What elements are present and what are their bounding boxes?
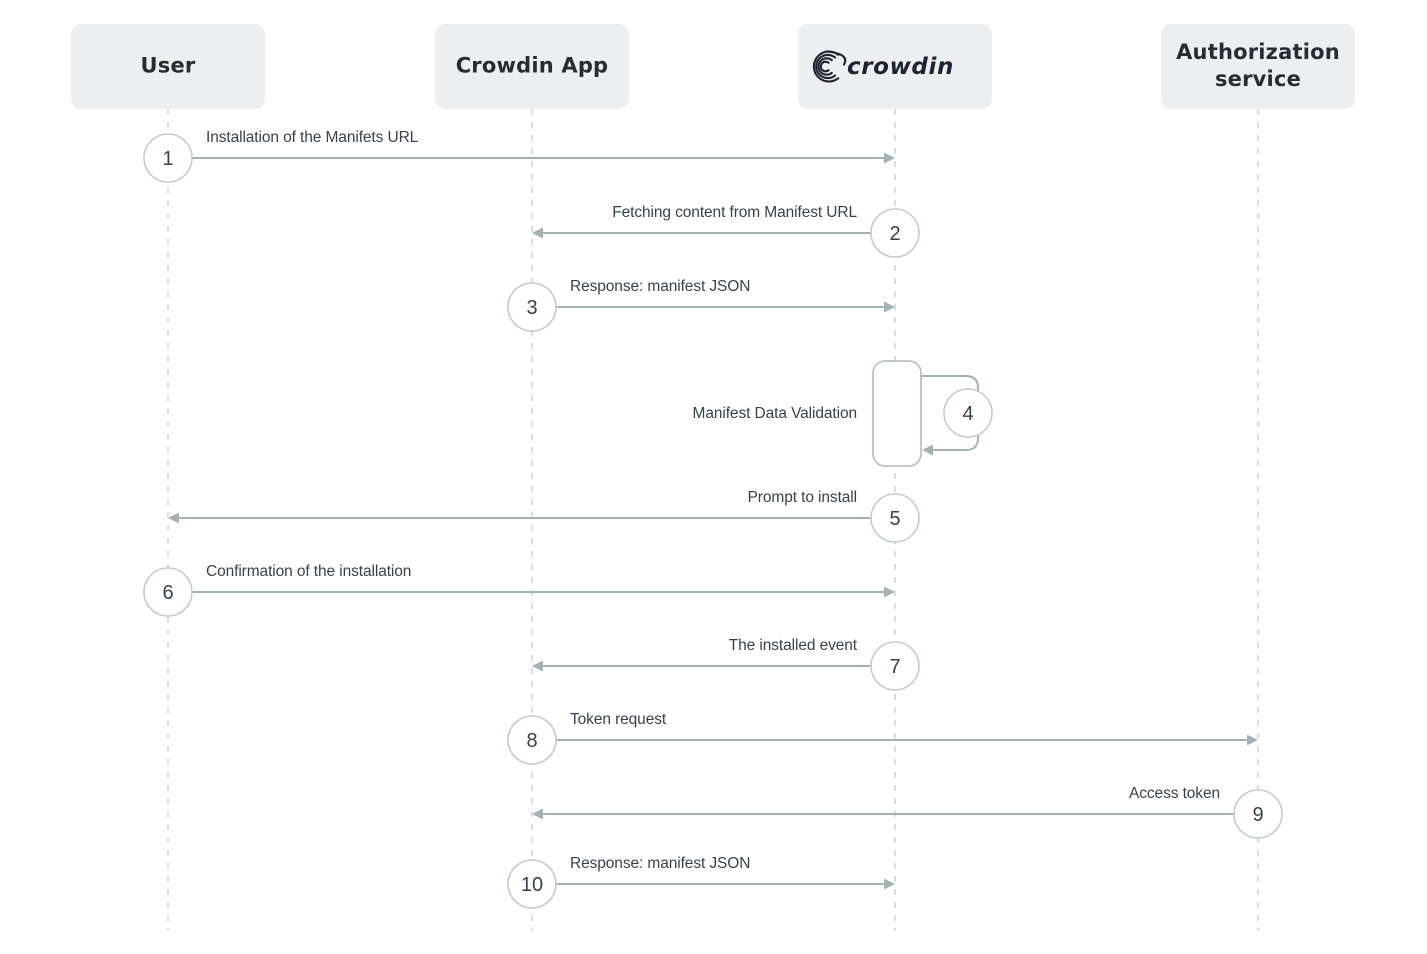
participant-crowdin[interactable]: crowdin [798, 24, 992, 109]
message-label: Token request [570, 711, 667, 728]
step-number: 10 [521, 874, 543, 896]
crowdin-logo-icon [812, 50, 847, 83]
message-step-9[interactable]: 9 Access token [532, 785, 1283, 839]
participant-auth[interactable]: Authorization service [1161, 24, 1355, 109]
message-step-4[interactable]: 4 Manifest Data Validation [693, 360, 993, 467]
message-step-5[interactable]: 5 Prompt to install [168, 489, 920, 543]
message-label: Response: manifest JSON [570, 278, 750, 295]
step-badge [143, 133, 193, 183]
arrowhead [884, 878, 895, 890]
arrowhead [922, 444, 933, 456]
message-label: The installed event [729, 637, 858, 654]
crowdin-wordmark: crowdin [847, 54, 954, 80]
step-number: 5 [889, 508, 900, 530]
participant-label: service [1215, 67, 1301, 91]
step-number: 8 [526, 730, 537, 752]
arrowhead [532, 808, 543, 820]
message-label: Access token [1129, 785, 1220, 802]
message-label: Prompt to install [748, 489, 857, 506]
message-label: Response: manifest JSON [570, 855, 750, 872]
step-badge [1233, 789, 1283, 839]
step-number: 2 [889, 223, 900, 245]
arrowhead [532, 227, 543, 239]
message-step-7[interactable]: 7 The installed event [532, 637, 920, 691]
step-badge [943, 388, 993, 438]
step-badge [507, 282, 557, 332]
participants-layer: User Crowdin App crowdin Authorization servi… [71, 24, 1355, 109]
messages-layer: 1 Installation of the Manifets URL 2 Fetchi… [143, 129, 1283, 909]
message-step-3[interactable]: 3 Response: manifest JSON [507, 278, 895, 332]
message-step-10[interactable]: 10 Response: manifest JSON [507, 855, 895, 909]
message-label: Installation of the Manifets URL [206, 129, 419, 146]
step-number: 3 [526, 297, 537, 319]
message-label: Confirmation of the installation [206, 563, 411, 580]
activation-box [872, 360, 922, 467]
step-badge [507, 859, 557, 909]
arrowhead [884, 301, 895, 313]
participant-label: User [141, 54, 196, 78]
participant-app[interactable]: Crowdin App [435, 24, 629, 109]
step-number: 1 [162, 148, 173, 170]
step-badge [507, 715, 557, 765]
arrowhead [1247, 734, 1258, 746]
arrowhead [884, 152, 895, 164]
arrowhead [168, 512, 179, 524]
step-badge [870, 641, 920, 691]
step-number: 7 [889, 656, 900, 678]
step-badge [870, 208, 920, 258]
message-label: Manifest Data Validation [693, 405, 857, 422]
message-step-6[interactable]: 6 Confirmation of the installation [143, 563, 895, 617]
message-step-2[interactable]: 2 Fetching content from Manifest URL [532, 204, 920, 258]
step-number: 4 [962, 403, 973, 425]
message-label: Fetching content from Manifest URL [612, 204, 857, 221]
step-number: 9 [1252, 804, 1263, 826]
arrowhead [532, 660, 543, 672]
arrowhead [884, 586, 895, 598]
participant-user[interactable]: User [71, 24, 265, 109]
participant-label: Crowdin App [456, 54, 609, 78]
message-step-1[interactable]: 1 Installation of the Manifets URL [143, 129, 895, 183]
message-step-8[interactable]: 8 Token request [507, 711, 1258, 765]
step-number: 6 [162, 582, 173, 604]
participant-label: Authorization [1176, 40, 1340, 64]
step-badge [870, 493, 920, 543]
step-badge [143, 567, 193, 617]
